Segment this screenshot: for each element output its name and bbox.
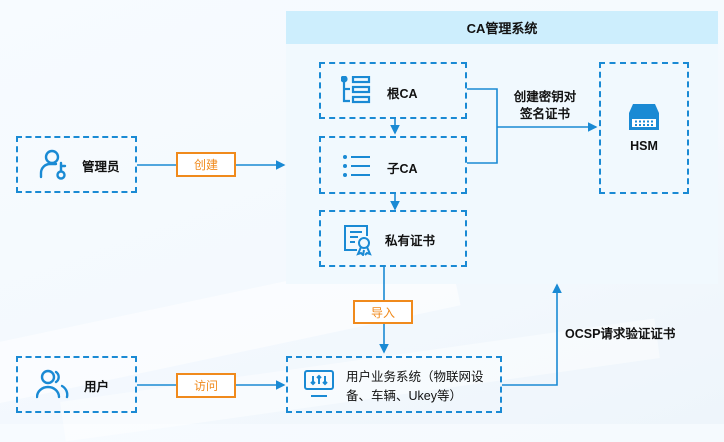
private-cert-node[interactable]: 私有证书 [319, 210, 467, 267]
create-tag: 创建 [176, 152, 236, 177]
user-label: 用户 [84, 380, 110, 394]
panel-title: CA管理系统 [286, 11, 718, 44]
edge-ocsp [502, 283, 562, 386]
import-tag: 导入 [353, 300, 413, 324]
users-icon [36, 369, 69, 399]
hsm-node[interactable]: HSM [599, 62, 689, 194]
business-system-label-line1: 用户业务系统（物联网设 [346, 370, 484, 384]
key-sign-text: 创建密钥对 签名证书 [505, 89, 585, 123]
hsm-label: HSM [630, 139, 658, 153]
sub-ca-label: 子CA [387, 162, 418, 176]
hierarchy-list-icon [341, 76, 371, 104]
sub-ca-node[interactable]: 子CA [319, 136, 467, 194]
user-key-icon [39, 149, 67, 180]
root-ca-node[interactable]: 根CA [319, 62, 467, 119]
key-sign-line1: 创建密钥对 [513, 90, 577, 104]
edge-ca-to-hsm [467, 88, 498, 164]
ocsp-text: OCSP请求验证证书 [565, 327, 676, 341]
ca-management-panel: CA管理系统 [286, 11, 718, 284]
user-node[interactable]: 用户 [16, 356, 137, 413]
key-sign-line2: 签名证书 [519, 107, 570, 121]
business-system-label-line2: 备、车辆、Ukey等） [346, 389, 462, 403]
certificate-icon [344, 225, 372, 256]
root-ca-label: 根CA [387, 87, 418, 101]
private-cert-label: 私有证书 [385, 234, 436, 248]
admin-node[interactable]: 管理员 [16, 136, 137, 193]
monitor-sliders-icon [304, 370, 334, 397]
server-device-icon [629, 104, 659, 130]
access-tag: 访问 [176, 373, 236, 398]
connector-lines [137, 88, 598, 390]
business-system-node[interactable]: 用户业务系统（物联网设 备、车辆、Ukey等） [286, 356, 502, 413]
admin-label: 管理员 [82, 160, 120, 174]
list-icon [343, 155, 370, 177]
